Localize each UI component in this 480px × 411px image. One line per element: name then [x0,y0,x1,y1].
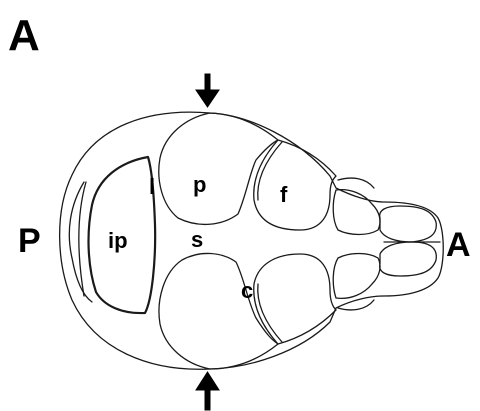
nasal-lower [333,254,380,299]
coronal-label: c [241,278,253,303]
parietal-upper [159,113,278,224]
interparietal-label: ip [108,228,128,253]
arrow-down-icon [196,74,219,107]
posterior-label: P [18,222,41,260]
posterior-strip-upper [69,182,84,258]
snout-lobe-lower [380,242,437,276]
anterior-label: A [446,226,471,264]
parietal-label: p [193,172,206,197]
panel-label: A [8,11,40,60]
arrow-up-icon [196,372,219,410]
lambdoid-label: l [149,174,155,199]
snout-lobe-upper [380,206,437,242]
frontal-upper [254,140,336,230]
frontal-label: f [280,182,288,207]
sagittal-label: s [191,227,203,252]
posterior-strip-inner [79,182,86,296]
frontal-lower [254,254,336,344]
premaxilla-upper [338,178,374,188]
